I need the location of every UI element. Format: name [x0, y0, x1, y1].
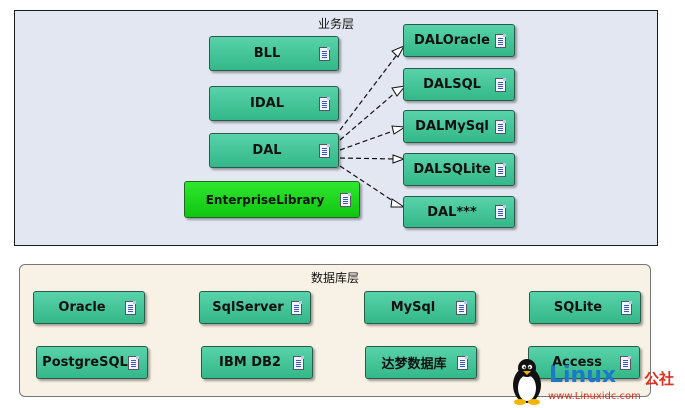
document-icon: [319, 96, 330, 111]
oracle-box[interactable]: Oracle: [33, 291, 145, 324]
document-icon: [456, 300, 467, 315]
enterprise-library-box[interactable]: EnterpriseLibrary: [184, 181, 360, 218]
document-icon: [457, 355, 468, 370]
dal-sql-label: DALSQL: [423, 77, 481, 92]
document-icon: [128, 355, 139, 370]
mysql-label: MySql: [390, 300, 436, 315]
bll-label: BLL: [253, 46, 281, 61]
enterprise-library-label: EnterpriseLibrary: [205, 192, 325, 207]
ibm-db2-box[interactable]: IBM DB2: [201, 346, 313, 379]
watermark: Linux 公社 www.Linuxidc.com: [505, 355, 685, 408]
sqlserver-box[interactable]: SqlServer: [199, 291, 311, 324]
business-layer-title: 业务层: [317, 17, 354, 31]
dal-mysql-box[interactable]: DALMySql: [403, 110, 515, 143]
dal-sql-box[interactable]: DALSQL: [403, 68, 515, 101]
mysql-box[interactable]: MySql: [364, 291, 476, 324]
document-icon: [495, 205, 506, 219]
idal-label: IDAL: [250, 96, 284, 111]
document-icon: [495, 77, 506, 92]
dal-other-box[interactable]: DAL***: [403, 196, 515, 228]
document-icon: [340, 192, 351, 207]
dal-sqlite-box[interactable]: DALSQLite: [403, 153, 515, 186]
dal-box[interactable]: DAL: [209, 133, 339, 168]
document-icon: [319, 46, 330, 61]
document-icon: [125, 300, 136, 315]
dal-oracle-box[interactable]: DALOracle: [403, 24, 515, 57]
document-icon: [495, 119, 506, 134]
watermark-brand: Linux: [549, 363, 617, 388]
oracle-label: Oracle: [58, 300, 106, 315]
dal-sqlite-label: DALSQLite: [413, 162, 491, 177]
postgresql-box[interactable]: PostgreSQL: [36, 346, 148, 379]
idal-box[interactable]: IDAL: [209, 86, 339, 121]
ibm-db2-label: IBM DB2: [219, 355, 281, 370]
sqlite-box[interactable]: SQLite: [529, 291, 641, 324]
sqlserver-label: SqlServer: [212, 300, 284, 315]
penguin-icon: [513, 359, 541, 405]
dameng-box[interactable]: 达梦数据库: [365, 346, 477, 379]
bll-box[interactable]: BLL: [209, 36, 339, 71]
dal-other-label: DAL***: [427, 204, 477, 220]
watermark-url: www.Linuxidc.com: [548, 391, 641, 402]
document-icon: [620, 355, 631, 370]
watermark-cn: 公社: [644, 370, 675, 388]
document-icon: [621, 300, 632, 315]
access-box[interactable]: Access: [528, 346, 640, 379]
sqlite-label: SQLite: [553, 300, 603, 315]
database-layer-title: 数据库层: [310, 271, 359, 285]
document-icon: [291, 300, 302, 315]
dal-oracle-label: DALOracle: [414, 33, 490, 48]
document-icon: [495, 33, 506, 48]
document-icon: [293, 355, 304, 370]
document-icon: [319, 143, 330, 158]
postgresql-label: PostgreSQL: [42, 355, 128, 370]
access-label: Access: [552, 355, 602, 370]
document-icon: [495, 162, 506, 177]
dal-label: DAL: [252, 143, 282, 158]
dameng-label: 达梦数据库: [381, 357, 447, 372]
dal-mysql-label: DALMySql: [415, 119, 489, 134]
